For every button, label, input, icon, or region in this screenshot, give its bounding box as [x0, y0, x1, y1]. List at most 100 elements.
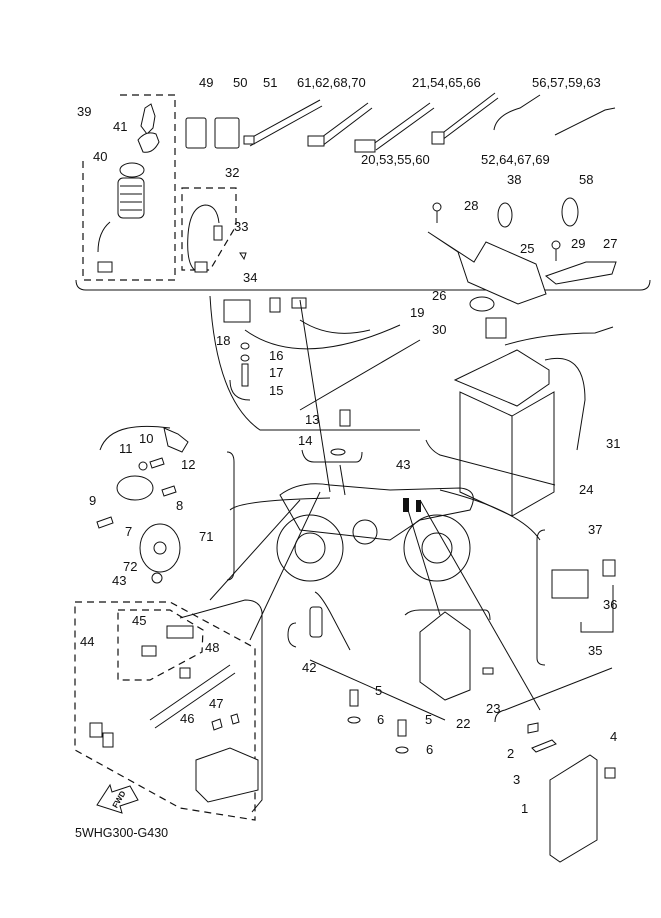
callout-30: 30 — [432, 322, 447, 337]
horn — [139, 523, 181, 573]
sensor-group-bracket — [314, 591, 351, 651]
callout-17: 17 — [269, 365, 284, 380]
starter-relay — [551, 569, 589, 599]
bolt-15 — [241, 363, 249, 387]
main-switch — [97, 162, 145, 273]
fuse-47 — [230, 713, 240, 725]
battery-terminal-cover — [485, 317, 507, 339]
diagram-code: 5WHG300-G430 — [75, 826, 169, 840]
callout-50: 50 — [233, 75, 248, 90]
band-56 — [554, 107, 616, 136]
bracket-3 — [531, 739, 557, 753]
ignition-key — [137, 103, 160, 153]
callout-15: 15 — [269, 383, 284, 398]
band-51-head — [243, 135, 255, 145]
battery-cover — [544, 261, 617, 285]
top-group-bracket — [75, 279, 651, 291]
ignition-coil-7 — [116, 475, 154, 501]
callout-34: 34 — [243, 270, 258, 285]
connector-b — [102, 732, 114, 748]
callout-49: 49 — [199, 75, 214, 90]
callout-46: 46 — [180, 711, 195, 726]
band-52 — [493, 94, 541, 131]
callout-42: 42 — [302, 660, 317, 675]
callout-9: 9 — [89, 493, 97, 508]
damper — [469, 296, 495, 312]
switch-13 — [339, 409, 351, 427]
callout-13: 13 — [305, 412, 320, 427]
callout-14: 14 — [298, 433, 313, 448]
callout-31: 31 — [606, 436, 621, 451]
starter-group-bracket — [536, 529, 546, 666]
callout-22: 22 — [456, 716, 471, 731]
callout-72: 72 — [123, 559, 138, 574]
callout-39: 39 — [77, 104, 92, 119]
callout-11: 11 — [119, 441, 133, 456]
fuse-kit-outline — [117, 609, 204, 681]
band-21-head — [431, 131, 445, 145]
callout-51: 51 — [263, 75, 278, 90]
lead-wire — [187, 204, 220, 272]
callout-19: 19 — [410, 305, 425, 320]
wire-kit-outline — [74, 601, 256, 821]
callout-25: 25 — [520, 241, 535, 256]
switch-group-bracket — [301, 449, 363, 463]
bolt-23 — [482, 667, 494, 675]
plug-cap-12 — [163, 427, 189, 453]
washer-11 — [138, 461, 148, 471]
callout-8: 8 — [176, 498, 184, 513]
band-61-head — [307, 135, 325, 147]
bolt-8 — [161, 485, 177, 497]
bolt-5a — [349, 689, 359, 707]
callout-44: 44 — [80, 634, 95, 649]
rectifier-regulator — [419, 611, 471, 701]
callout-20-53-55-60: 20,53,55,60 — [361, 152, 430, 167]
screw-2 — [527, 722, 539, 734]
atv-illustration — [276, 483, 474, 582]
band-61 — [317, 102, 373, 147]
callout-23: 23 — [486, 701, 501, 716]
callout-36: 36 — [603, 597, 618, 612]
wire-harness — [244, 319, 401, 350]
callout-1: 1 — [521, 801, 529, 816]
fuse-cover-45 — [166, 625, 194, 639]
sensor-wire — [287, 622, 297, 648]
screw-28 — [432, 202, 442, 223]
kit-harness — [149, 664, 236, 729]
clamp-38 — [497, 202, 513, 228]
leader-atv-relay — [439, 489, 541, 541]
plug-wire — [99, 425, 171, 451]
callout-7: 7 — [125, 524, 133, 539]
kit-group-bracket — [179, 599, 263, 813]
coupler-top-1 — [269, 297, 281, 313]
callout-41: 41 — [113, 119, 128, 134]
relay-18 — [223, 299, 251, 323]
ecu-group-bracket — [494, 667, 613, 723]
screw-72 — [151, 572, 163, 584]
band-21 — [439, 92, 499, 141]
callout-40: 40 — [93, 149, 108, 164]
relay-leader — [580, 585, 614, 633]
battery-plus-lead — [504, 326, 614, 346]
callout-71: 71 — [199, 529, 214, 544]
callout-21-54-65-66: 21,54,65,66 — [412, 75, 481, 90]
leader-atv-coil — [229, 497, 331, 511]
callout-43-kit: 43 — [112, 573, 127, 588]
callout-10: 10 — [139, 431, 154, 446]
fuse-holder — [141, 645, 157, 657]
callout-27: 27 — [603, 236, 618, 251]
battery-bracket — [427, 231, 547, 305]
callout-38: 38 — [507, 172, 522, 187]
sensor-42 — [309, 606, 323, 638]
band-20-head — [354, 139, 376, 153]
callout-18: 18 — [216, 333, 231, 348]
callout-16: 16 — [269, 348, 284, 363]
callout-32: 32 — [225, 165, 240, 180]
callout-37: 37 — [588, 522, 603, 537]
callout-5a: 5 — [375, 683, 383, 698]
cdi-unit — [549, 754, 598, 863]
callout-35: 35 — [588, 643, 603, 658]
callout-45: 45 — [132, 613, 147, 628]
callout-12: 12 — [181, 457, 196, 472]
